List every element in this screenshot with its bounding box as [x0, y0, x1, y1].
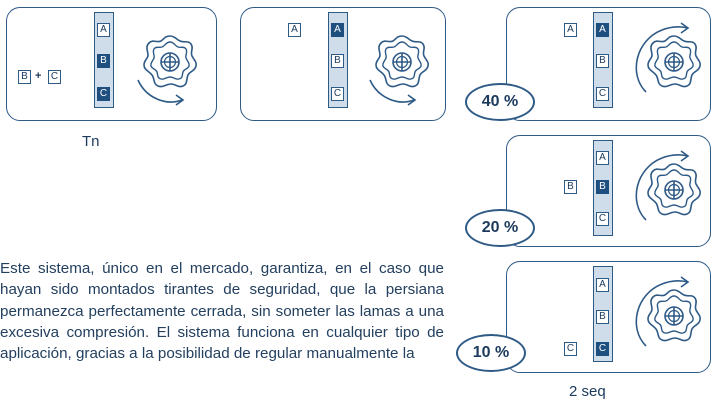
adjustment-knob-icon — [635, 150, 701, 221]
plus-sign: + — [35, 70, 42, 82]
percentage-badge-40: 40 % — [465, 83, 535, 121]
key-c-active: C — [97, 87, 110, 101]
rotation-arrow-icon — [635, 153, 689, 221]
key-b: B — [564, 180, 577, 194]
key-b: B — [596, 54, 609, 68]
key-a: A — [564, 23, 577, 37]
description-paragraph: Este sistema, único en el mercado, garan… — [0, 260, 444, 363]
key-b: B — [331, 54, 344, 68]
key-c: C — [331, 87, 344, 101]
key-b-active: B — [596, 180, 609, 194]
key-c: C — [596, 212, 609, 226]
rotation-arrow-icon — [137, 79, 183, 103]
percentage-badge-10: 10 % — [456, 334, 526, 372]
adjustment-knob-icon — [635, 22, 701, 93]
adjustment-knob-icon — [635, 276, 701, 347]
rotation-arrow-icon — [369, 79, 415, 103]
key-a: A — [596, 278, 609, 292]
key-b-active: B — [97, 54, 110, 68]
key-c: C — [48, 70, 61, 84]
key-b: B — [18, 70, 31, 84]
key-a: A — [288, 23, 301, 37]
rotation-arrow-icon — [635, 25, 689, 93]
key-c: C — [596, 87, 609, 101]
key-b: B — [596, 310, 609, 324]
key-c: C — [564, 342, 577, 356]
caption-tn: Tn — [82, 133, 100, 150]
adjustment-knob-icon — [137, 35, 197, 106]
key-c-active: C — [596, 342, 609, 356]
key-a: A — [97, 23, 110, 37]
rotation-arrow-icon — [635, 279, 689, 347]
caption-2-seq: 2 seq — [569, 383, 606, 400]
key-a-active: A — [331, 23, 344, 37]
percentage-badge-20: 20 % — [465, 209, 535, 247]
key-a: A — [596, 151, 609, 165]
adjustment-knob-icon — [369, 35, 429, 106]
key-a-active: A — [596, 23, 609, 37]
